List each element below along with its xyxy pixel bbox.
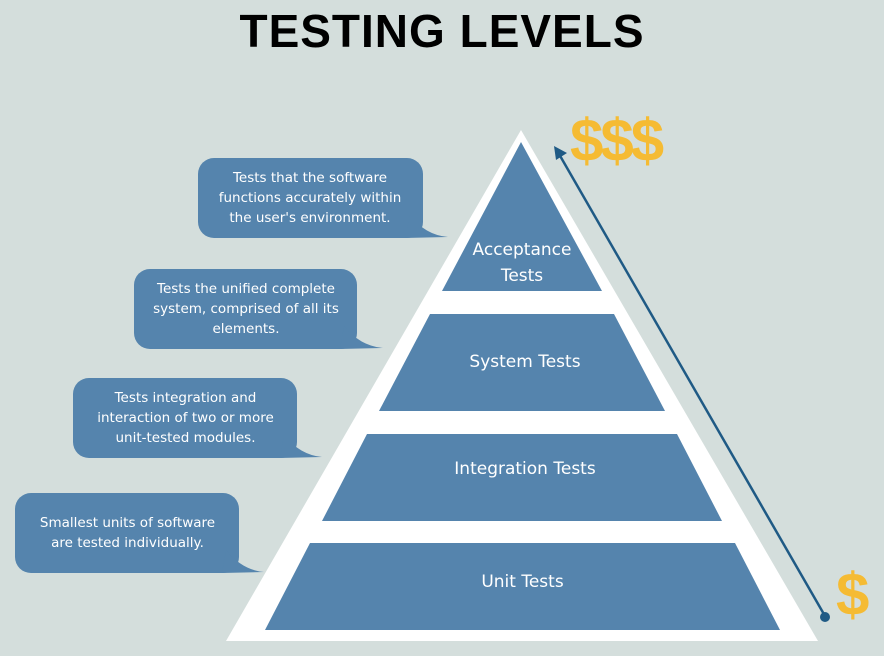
cost-high: $$$ — [570, 107, 664, 174]
bubble-acceptance: Tests that the software functions accura… — [218, 170, 402, 226]
arrow-dot — [820, 612, 830, 622]
cost-low: $ — [836, 561, 869, 628]
bubble-shape-system — [134, 269, 357, 349]
bubble-shape-unit — [15, 493, 239, 573]
bubble-shape-acceptance — [198, 158, 423, 238]
layer-integration — [322, 434, 722, 521]
bubble-integration: Tests integration and interaction of two… — [97, 390, 274, 446]
bubble-tail — [340, 326, 383, 349]
arrow-head-icon — [554, 146, 567, 160]
bubble-unit: Smallest units of software are tested in… — [39, 515, 216, 551]
level-label-system: System Tests — [469, 352, 581, 372]
level-label-integration: Integration Tests — [454, 459, 596, 479]
bubble-tail — [280, 435, 322, 458]
bubble-shape-integration — [73, 378, 297, 458]
bubble-system: Tests the unified complete system, compr… — [153, 281, 339, 337]
level-label-acceptance: Acceptance Tests — [472, 240, 572, 286]
cost-arrow — [557, 153, 827, 617]
bubble-tail — [222, 550, 264, 573]
layer-acceptance — [442, 142, 602, 291]
bubble-tail — [405, 215, 448, 238]
layer-system — [379, 314, 665, 411]
page-title: TESTING LEVELS — [239, 5, 645, 57]
layer-unit — [265, 543, 780, 630]
level-label-unit: Unit Tests — [481, 572, 564, 592]
